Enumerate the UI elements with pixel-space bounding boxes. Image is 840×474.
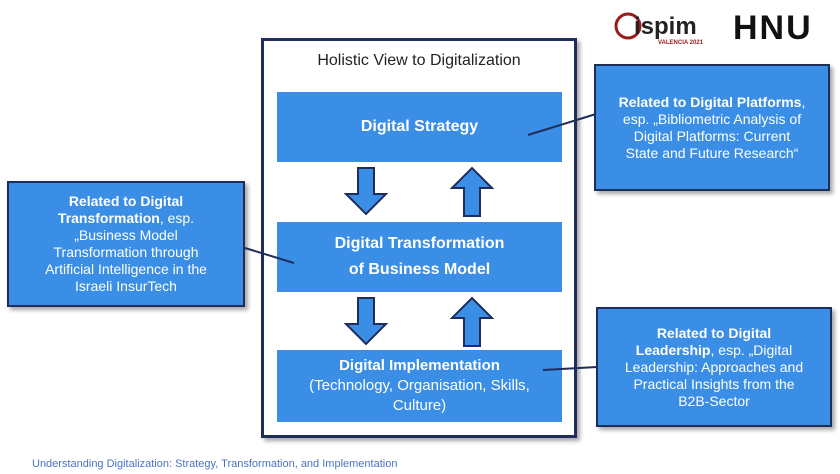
related-platforms-box: Related to Digital Platforms, esp. „Bibl…	[594, 64, 830, 191]
digital-transformation-label-1: Digital Transformation	[334, 235, 505, 252]
footer-text: Understanding Digitalization: Strategy, …	[32, 458, 398, 470]
side-rt-line-3: Digital Platforms: Current	[633, 127, 791, 144]
down-arrow-icon	[343, 297, 389, 346]
digital-transformation-label-2: of Business Model	[348, 261, 491, 278]
digital-implementation-box: Digital Implementation (Technology, Orga…	[277, 350, 562, 422]
connector-platforms	[527, 113, 597, 136]
side-rb-line-3: Leadership: Approaches and	[624, 358, 804, 375]
digital-implementation-label-2: (Technology, Organisation, Skills,	[309, 377, 530, 394]
side-rb-line-5: B2B-Sector	[678, 392, 750, 409]
side-left-line-5: Artificial Intelligence in the	[45, 261, 207, 277]
side-left-line-3: „Business Model	[74, 227, 178, 243]
side-rt-line-4: State and Future Research“	[625, 144, 799, 161]
side-left-bold-2: Transformation	[57, 210, 160, 226]
digital-implementation-label-3: Culture)	[392, 397, 447, 414]
related-leadership-box: Related to Digital Leadership, esp. „Dig…	[596, 307, 832, 427]
side-rt-bold: Related to Digital Platforms	[618, 93, 802, 110]
svg-text:HNU: HNU	[733, 10, 813, 42]
svg-text:VALENCIA 2021: VALENCIA 2021	[658, 40, 704, 46]
digital-transformation-box: Digital Transformation of Business Model	[277, 222, 562, 292]
diagram-title: Holistic View to Digitalization	[317, 52, 521, 69]
side-left-bold-1: Related to Digital	[68, 193, 184, 209]
side-left-rest-1: , esp.	[159, 210, 195, 226]
digital-strategy-box: Digital Strategy	[277, 92, 562, 162]
connector-transformation	[244, 247, 295, 264]
side-left-line-6: Israeli InsurTech	[75, 278, 177, 294]
side-rb-bold-1: Related to Digital	[656, 324, 772, 341]
digital-strategy-label: Digital Strategy	[360, 118, 479, 135]
side-rb-bold-2: Leadership	[635, 341, 711, 358]
side-left-line-4: Transformation through	[53, 244, 199, 260]
up-arrow-icon	[449, 296, 495, 347]
digital-implementation-label-1: Digital Implementation	[339, 357, 500, 374]
related-transformation-box: Related to Digital Transformation, esp. …	[7, 181, 245, 307]
hnu-logo: HNU	[733, 9, 831, 47]
up-arrow-icon	[449, 166, 495, 217]
side-rt-line-2: esp. „Bibliometric Analysis of	[622, 110, 802, 127]
svg-text:ispim: ispim	[634, 13, 697, 40]
connector-leadership	[542, 366, 598, 371]
ispim-logo: ispim VALENCIA 2021	[614, 6, 714, 46]
down-arrow-icon	[343, 167, 389, 216]
side-rb-line-4: Practical Insights from the	[633, 375, 795, 392]
side-rt-rest-1: ,	[801, 93, 806, 110]
side-rb-rest-2: , esp. „Digital	[710, 341, 793, 358]
